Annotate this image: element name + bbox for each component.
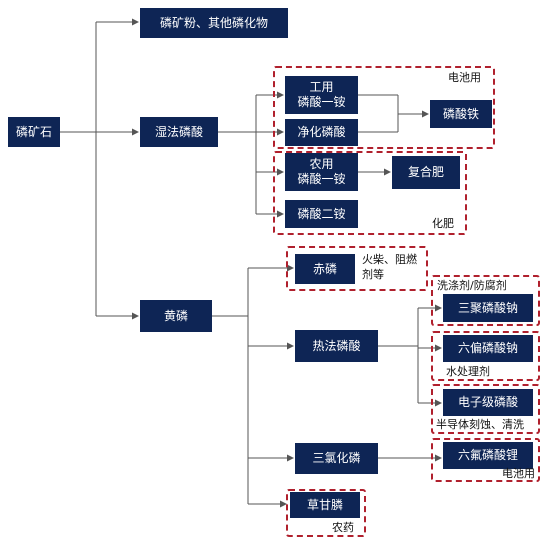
group-glyphosate <box>286 489 366 537</box>
group-shmp <box>431 331 540 381</box>
node-wet-phosphoric-acid: 湿法磷酸 <box>140 117 218 147</box>
node-yellow-phosphorus: 黄磷 <box>140 300 212 332</box>
node-glyphosate: 草甘膦 <box>290 492 360 518</box>
node-industrial-map: 工用 磷酸一铵 <box>285 76 358 114</box>
label-matches-line-2: 剂等 <box>362 268 384 281</box>
group-electronic-acid <box>431 384 540 434</box>
label-pesticide: 农药 <box>332 521 354 534</box>
group-fertilizer <box>273 151 467 235</box>
label-fertilizer: 化肥 <box>432 217 454 230</box>
group-red-phosphorus <box>286 246 428 291</box>
node-iron-phosphate: 磷酸铁 <box>430 100 492 128</box>
label-battery-use-1: 电池用 <box>448 71 481 84</box>
label-battery-use-2: 电池用 <box>502 467 535 480</box>
node-shmp: 六偏磷酸钠 <box>443 335 533 362</box>
group-stpp <box>431 275 540 326</box>
node-thermal-phosphoric-acid: 热法磷酸 <box>295 330 378 362</box>
group-battery-wet <box>273 66 495 149</box>
node-agri-map: 农用 磷酸一铵 <box>285 153 358 191</box>
node-electronic-phosphoric-acid: 电子级磷酸 <box>443 389 533 416</box>
label-water-treatment: 水处理剂 <box>446 365 490 378</box>
node-purified-phosphoric-acid: 净化磷酸 <box>285 119 358 146</box>
node-stpp: 三聚磷酸钠 <box>443 294 533 322</box>
node-lipf6: 六氟磷酸锂 <box>443 442 533 469</box>
group-lipf6 <box>431 438 540 482</box>
node-phosphate-rock: 磷矿石 <box>8 117 60 147</box>
label-semiconductor-etching: 半导体刻蚀、清洗 <box>436 418 524 431</box>
node-dap: 磷酸二铵 <box>285 200 358 228</box>
label-matches-line-1: 火柴、阻燃 <box>362 253 417 266</box>
node-compound-fertilizer: 复合肥 <box>392 156 460 189</box>
node-phosphate-powder: 磷矿粉、其他磷化物 <box>140 8 288 38</box>
node-red-phosphorus: 赤磷 <box>295 254 355 284</box>
node-pcl3: 三氯化磷 <box>295 443 378 474</box>
label-detergent-preservative: 洗涤剂/防腐剂 <box>437 279 507 292</box>
